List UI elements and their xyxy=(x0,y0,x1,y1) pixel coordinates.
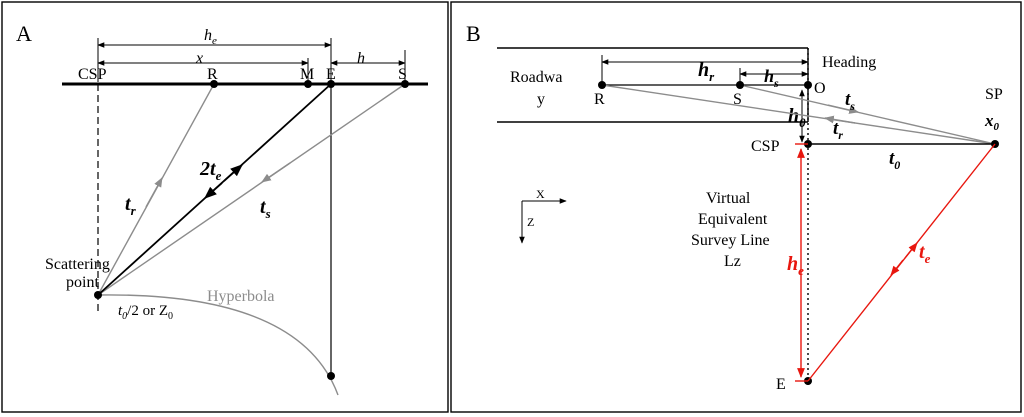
ray-te-arrow-down xyxy=(204,182,223,199)
label-virtual-1: Virtual xyxy=(706,190,751,207)
point-s-b xyxy=(736,81,744,89)
panel-b-letter: B xyxy=(466,21,481,46)
label-2te: 2te xyxy=(199,158,222,183)
ray-tr-arrow xyxy=(145,177,163,208)
label-e-a: E xyxy=(326,66,336,83)
label-roadway-1: Roadwa xyxy=(510,69,562,86)
ray-ts-b-arrow xyxy=(827,104,859,114)
ray-ts-b xyxy=(739,84,996,145)
label-point: point xyxy=(66,274,99,291)
panel-b-border xyxy=(450,1,1022,413)
label-ts-a: ts xyxy=(260,196,271,221)
label-x: x xyxy=(195,50,203,67)
label-t0-z0: t0/2 or Z0 xyxy=(118,303,173,322)
point-r-b xyxy=(598,81,606,89)
label-o: O xyxy=(814,80,826,97)
panel-a: A he x h CSP R M E S xyxy=(1,1,449,413)
ray-te-arrow-up xyxy=(223,164,243,182)
label-s-b: S xyxy=(733,91,742,108)
hyperbola-curve xyxy=(97,294,339,396)
panel-b: B Roadwa y Heading hr hs h0 ts tr t0 xyxy=(450,1,1022,413)
point-o xyxy=(804,81,812,89)
label-hr: hr xyxy=(698,59,715,84)
axis-x-label: X xyxy=(536,187,545,201)
ray-te-b-arrow-down xyxy=(890,259,904,276)
label-scattering: Scattering xyxy=(45,256,110,273)
point-e-a xyxy=(327,80,335,88)
label-m: M xyxy=(300,66,314,83)
ray-ts-arrow xyxy=(261,162,291,183)
label-virtual-3: Survey Line xyxy=(691,232,770,249)
point-m xyxy=(304,80,312,88)
label-roadway-2: y xyxy=(537,91,545,108)
ray-ts xyxy=(97,83,406,296)
label-hyperbola: Hyperbola xyxy=(207,288,275,305)
label-heading: Heading xyxy=(822,54,876,71)
label-sp: SP xyxy=(985,86,1003,103)
scattering-point xyxy=(94,291,102,299)
label-r-a: R xyxy=(207,66,218,83)
label-x0: x0 xyxy=(984,111,1000,133)
point-r-a xyxy=(210,80,218,88)
label-he: he xyxy=(204,27,217,47)
label-e-b: E xyxy=(776,376,786,393)
ray-tr-b xyxy=(601,84,996,145)
label-ts-b: ts xyxy=(845,89,855,113)
label-te-b: te xyxy=(919,241,931,266)
ray-te-b-arrow-up xyxy=(904,242,918,259)
label-tr-b: tr xyxy=(833,118,843,142)
label-h: h xyxy=(357,50,365,67)
label-t0-b: t0 xyxy=(889,148,900,172)
axis-z-label: Z xyxy=(527,215,534,229)
label-csp-a: CSP xyxy=(78,66,107,83)
ray-tr-b-arrow xyxy=(824,115,856,124)
point-s-a xyxy=(401,80,409,88)
panel-a-border xyxy=(1,1,449,413)
label-h0: h0 xyxy=(788,105,806,130)
label-s-a: S xyxy=(398,66,407,83)
panel-a-letter: A xyxy=(16,21,32,46)
point-bottom-e xyxy=(327,372,335,380)
label-virtual-2: Equivalent xyxy=(698,211,768,228)
label-csp-b: CSP xyxy=(751,138,780,155)
label-hs: hs xyxy=(764,66,779,90)
label-he-b: he xyxy=(787,253,804,278)
label-virtual-4: Lz xyxy=(724,253,741,270)
label-tr-a: tr xyxy=(125,193,137,218)
label-r-b: R xyxy=(594,91,605,108)
